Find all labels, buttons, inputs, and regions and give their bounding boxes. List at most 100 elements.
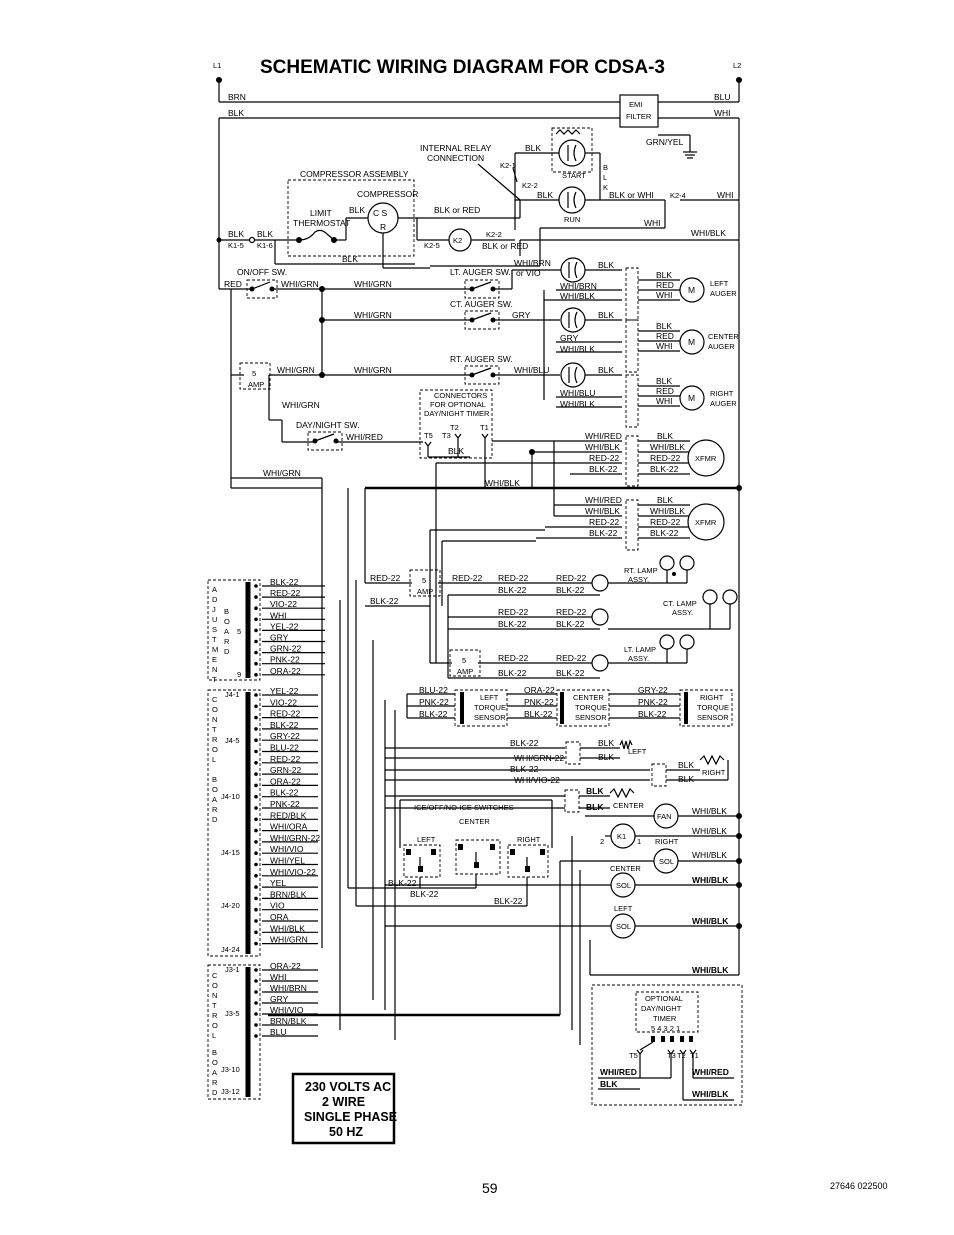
j3-pin5: J3-5: [225, 1009, 240, 1018]
connectors-line2: FOR OPTIONAL: [430, 400, 486, 409]
j4-wire-label-19: VIO: [270, 901, 285, 911]
lts-2: TORQUE: [474, 703, 506, 712]
comp-k1-5: K1-5: [228, 241, 244, 250]
document-code: 27646 022500: [830, 1181, 888, 1191]
fuse-amp: AMP: [248, 380, 264, 389]
ice-switches: ICE/OFF/NO-ICE SWITCHES CENTER LEFT RIGH…: [348, 799, 553, 907]
j4-pin-0: [254, 693, 258, 697]
right-torque-sensor: RIGHT TORQUE SENSOR GRY-22 PNK-22 BLK-22: [638, 685, 733, 727]
timer-whi-blk: WHI/BLK: [692, 1089, 729, 1099]
sol-center-label: CENTER: [610, 864, 641, 873]
ice-sw-left: LEFT: [417, 835, 436, 844]
page-number: 59: [482, 1180, 498, 1196]
compressor-assembly: COMPRESSOR ASSEMBLY COMPRESSOR C S R LIM…: [216, 169, 739, 269]
adj-pin-7: [254, 661, 258, 666]
j4-pin-18: [254, 896, 258, 901]
timer-t2: T2: [677, 1051, 686, 1060]
lc-blk-l1: BLK: [598, 738, 614, 748]
adj-side-s: S: [212, 625, 217, 634]
x1-whi-red: WHI/RED: [585, 431, 622, 441]
j3-pin-6: [254, 1034, 258, 1038]
cts-w1: ORA-22: [524, 685, 555, 695]
cts-w2: PNK-22: [524, 697, 554, 707]
lt-lamp-label1: LT. LAMP: [624, 645, 656, 654]
j4-pin-7: [254, 772, 258, 776]
run-label: RUN: [564, 215, 580, 224]
x2-r-blk-22: BLK-22: [650, 528, 679, 538]
conn-t2: T2: [450, 423, 459, 432]
j4-wire-label-17: YEL: [270, 878, 286, 888]
adj-wire-label-3: WHI: [270, 610, 287, 620]
rt-aug-w3: WHI: [656, 396, 673, 406]
adj-board-r: R: [224, 637, 230, 646]
x1-r-red-22: RED-22: [650, 453, 681, 463]
lt-aug-w1: BLK: [656, 270, 672, 280]
timer-pins: 5 4 3 2 1: [651, 1024, 680, 1033]
j3-pin-4: [254, 1012, 258, 1016]
j3-pin-5: [254, 1023, 258, 1027]
rts-w1: GRY-22: [638, 685, 668, 695]
lamp-assemblies: 5 AMP RED-22 RED-22 BLK-22 RED-22 RED-22…: [365, 462, 738, 679]
sol-center: SOL: [616, 881, 631, 890]
relay-blk-vert-k: K: [603, 183, 608, 192]
j3-wire-label-2: WHI/BRN: [270, 983, 307, 993]
j4-wire-label-22: WHI/GRN: [270, 935, 308, 945]
j3-side-control-5: O: [212, 1021, 218, 1030]
rt-aug-label2: AUGER: [710, 399, 737, 408]
conn-blk: BLK: [448, 446, 464, 456]
torque-sensors: LEFT TORQUE SENSOR BLU-22 PNK-22 BLK-22 …: [407, 685, 733, 727]
j3-side-board-0: B: [212, 1048, 217, 1057]
sol-left: SOL: [616, 922, 631, 931]
adj-wire-label-6: GRN-22: [270, 644, 301, 654]
j4-pin-4: [254, 738, 258, 742]
connectors-line1: CONNECTORS: [434, 391, 487, 400]
spec-line-4: 50 HZ: [329, 1125, 363, 1139]
j4-wire-label-13: WHI/GRN-22: [270, 833, 320, 843]
ice-sw-center: CENTER: [459, 817, 490, 826]
wire-whi-grn-3: WHI/GRN: [354, 310, 392, 320]
adj-side-n: N: [212, 665, 217, 674]
j4-pin-11: [254, 817, 258, 822]
j4-pin-22: [254, 941, 258, 946]
ct-lamp-label1: CT. LAMP: [663, 599, 697, 608]
ct-aug-w1: BLK: [656, 321, 672, 331]
j4-wire-label-16: WHI/VIO-22: [270, 867, 316, 877]
relay-k2-2: K2-2: [522, 181, 538, 190]
j3-pin1: J3-1: [225, 965, 240, 974]
j4-pin-17: [254, 885, 258, 889]
comp-k2-5: K2-5: [424, 241, 440, 250]
relay-section: INTERNAL RELAY CONNECTION START RUN BLK …: [420, 127, 739, 267]
sol-right-whi-blk: WHI/BLK: [692, 850, 727, 860]
comp-blk-bottom: BLK: [342, 254, 358, 264]
wire-whi-brn: WHI/BRN: [514, 258, 551, 268]
lc-blk-l2: BLK: [598, 752, 614, 762]
fan-label: FAN: [657, 812, 672, 821]
adj-side-t: T: [212, 635, 217, 644]
x1-whi-blk: WHI/BLK: [585, 442, 620, 452]
relay-k2-4: K2-4: [670, 191, 686, 200]
ct-lamp-red-r: RED-22: [556, 607, 587, 617]
adj-side-e: E: [212, 655, 217, 664]
sol-right: SOL: [659, 857, 674, 866]
adj-wire-label-2: VIO-22: [270, 599, 297, 609]
j4-wire-label-11: RED/BLK: [270, 810, 307, 820]
adj-pin-5: [254, 639, 258, 644]
rt-aug-whi-blk: WHI/BLK: [560, 399, 595, 409]
j4-pin15: J4-15: [221, 848, 240, 857]
j4-pin-15: [254, 862, 258, 867]
lt-lamp-red: RED-22: [498, 653, 529, 663]
j4-side-control-5: O: [212, 745, 218, 754]
j4-wire-label-5: BLU-22: [270, 743, 299, 753]
j3-side-control-6: L: [212, 1031, 216, 1040]
j3-wire-label-6: BLU: [270, 1027, 287, 1037]
x1-r-whi-blk: WHI/BLK: [650, 442, 685, 452]
connectors-line3: DAY/NIGHT TIMER: [424, 409, 490, 418]
terminal-l2-label: L2: [733, 61, 741, 70]
j4-side-control-3: T: [212, 725, 217, 734]
fan-whi-blk: WHI/BLK: [692, 806, 727, 816]
lt-aug-label1: LEFT: [710, 279, 729, 288]
j4-pin-9: [254, 794, 258, 799]
relay-blk-1: BLK: [525, 143, 541, 153]
adj-wire-label-4: YEL-22: [270, 621, 299, 631]
j4-pin-19: [254, 907, 258, 912]
